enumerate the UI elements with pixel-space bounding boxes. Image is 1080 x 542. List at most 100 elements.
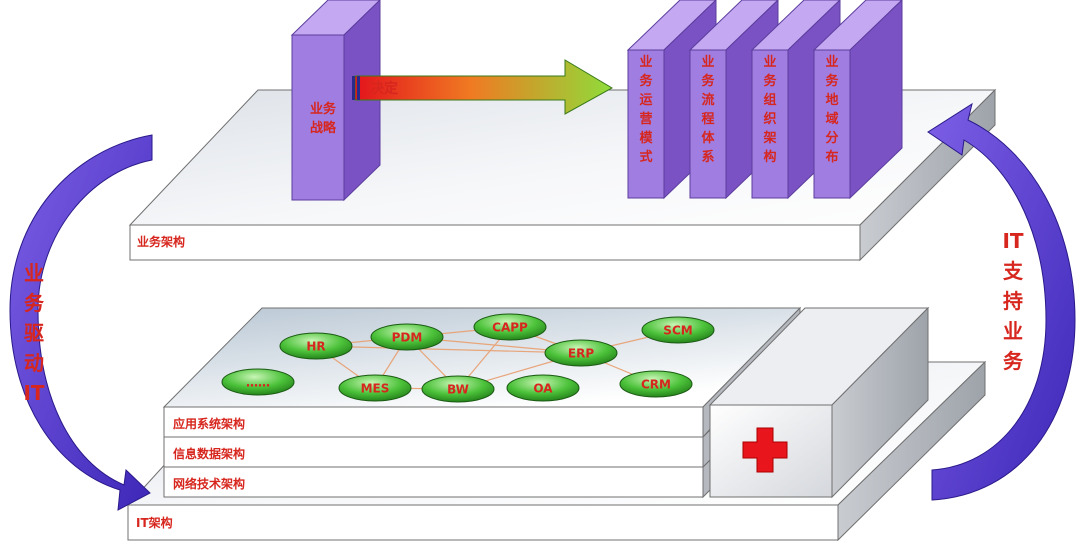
it-supports-business-char: 支 [1003,259,1024,283]
business-slab-front [129,224,861,261]
business-block-label-char: 分 [825,130,838,146]
business-block-label-char: 营 [639,111,652,127]
app-nodes: HR PDM CAPP SCM ERP CRM MES BW OA …… [221,313,715,403]
business-block-label-char: 程 [701,112,714,127]
business-drives-it-char: 业 [24,261,44,285]
decides-arrow-shape [354,59,614,115]
app-layer-label: 应用系统架构 [173,416,245,431]
app-node-label: SCM [663,324,692,338]
it-layer-label: IT架构 [136,515,173,530]
it-supports-business-char: IT [1002,229,1023,253]
business-block-label-char: 务 [825,73,839,89]
business-drives-it-char: IT [23,381,44,405]
it-supports-business-char: 务 [1003,349,1024,373]
business-block-label-char: 业 [825,54,838,70]
app-node-label: PDM [392,331,423,345]
app-node-label: CRM [641,378,671,392]
business-layer-label: 业务架构 [137,234,185,249]
business-drives-it-char: 务 [24,291,45,315]
app-node-ellipse [473,313,547,341]
app-node-label: CAPP [492,321,528,335]
business-block-label-char: 业 [639,54,652,70]
business-block-label-char: 务 [763,73,777,89]
app-node: CAPP [473,313,547,341]
business-block-label-char: 织 [763,111,776,127]
business-block-front [751,49,789,199]
info-layer-label: 信息数据架构 [173,446,245,461]
decides-arrow-stripe2 [357,76,360,100]
app-node-ellipse [370,323,444,351]
business-block-label-char: 域 [825,111,838,127]
app-node: OA [506,374,580,402]
app-node-ellipse [338,374,412,402]
business-block-front [689,49,727,199]
business-block-label-char: 布 [825,149,838,165]
app-node: ERP [544,339,618,367]
app-node: PDM [370,323,444,351]
it-supports-business-char: 持 [1003,289,1023,313]
app-layer-front [163,406,704,438]
business-block-front [627,49,665,199]
business-block-label-char: 式 [639,149,652,165]
app-node: BW [421,375,495,403]
business-drives-it-char: 动 [24,351,44,375]
business-block-label-char: 务 [639,73,653,89]
app-node-label: BW [447,383,469,397]
it-slab-front [127,504,839,541]
app-node-label: ERP [568,347,594,361]
business-block-label-char: 流 [701,92,714,108]
app-node-label: MES [361,382,390,396]
business-block-front [813,49,851,199]
app-node: SCM [641,316,715,344]
business-block-label-char: 构 [763,149,776,165]
info-layer-front [163,436,704,468]
left-arc-shape [9,134,153,511]
app-link [315,342,582,354]
business-block-label-char: 组 [763,92,776,108]
red-cross-box [708,306,930,499]
business-block-label-char: 务 [701,73,715,89]
business-block-label-char: 架 [762,130,776,146]
app-node-ellipse [421,375,495,403]
app-node-ellipse [506,374,580,402]
app-node: HR [279,332,353,360]
business-block-label-char: 地 [825,92,838,108]
business-block-label-char: 体 [701,130,715,146]
business-block-label-char: 模 [639,130,653,146]
strategy-block-front [291,34,345,201]
business-block-label-char: 业 [763,54,776,70]
app-node-ellipse [221,368,295,396]
app-node-ellipse [641,316,715,344]
network-layer-label: 网络技术架构 [173,476,245,491]
app-node-label: OA [533,382,553,396]
right-arc-shape [927,102,1076,501]
business-block-label-char: 业 [701,54,714,70]
app-node: CRM [619,370,693,398]
business-block-label-char: 运 [639,93,652,108]
strategy-label-line2: 战略 [310,120,337,136]
app-node-label: …… [246,376,270,390]
business-block-label-char: 系 [701,149,714,165]
app-node: …… [221,368,295,396]
app-node-ellipse [619,370,693,398]
business-drives-it-char: 驱 [24,321,44,345]
app-node: MES [338,374,412,402]
app-node-ellipse [544,339,618,367]
app-node-ellipse [279,332,353,360]
it-supports-business-char: 业 [1003,319,1023,343]
decides-label: 决定 [370,80,398,97]
red-cross-icon [742,427,788,473]
network-layer-front [163,466,704,498]
app-node-label: HR [306,340,325,354]
decides-arrow: 决定 [352,59,614,115]
